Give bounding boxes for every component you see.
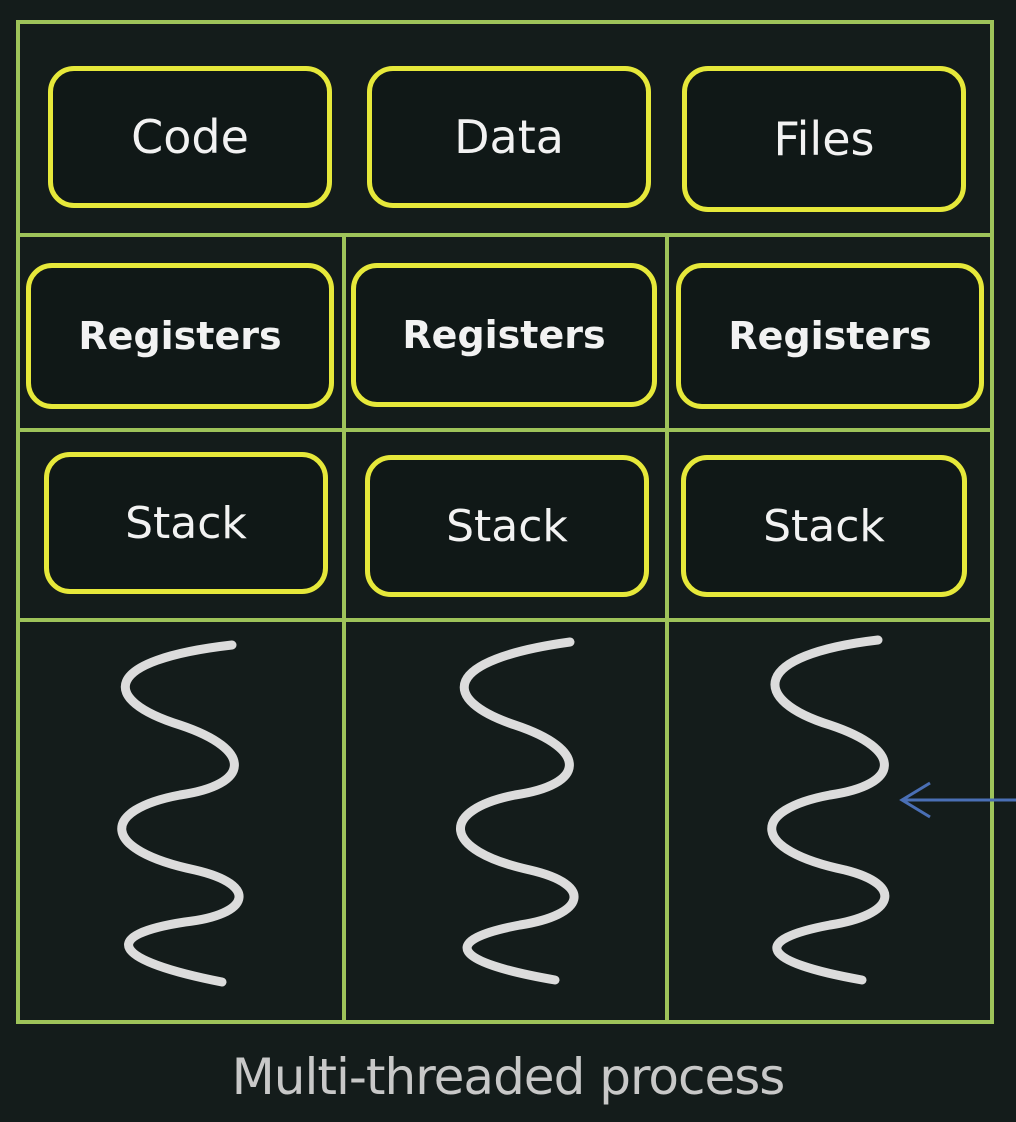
code-label: Code <box>131 110 249 164</box>
registers-label: Registers <box>728 314 932 358</box>
divider-shared-bottom <box>16 233 994 237</box>
divider-thread-1-2 <box>342 233 346 1024</box>
files-label: Files <box>773 112 875 166</box>
frame-top <box>16 20 994 24</box>
divider-stack-bottom <box>16 618 994 622</box>
registers-label: Registers <box>78 314 282 358</box>
thread-1-wavy-thread-icon <box>117 640 244 987</box>
frame-left <box>16 20 20 1024</box>
stack-box-thread-1: Stack <box>44 452 328 594</box>
registers-box-thread-3: Registers <box>676 263 984 409</box>
stack-box-thread-2: Stack <box>365 455 649 597</box>
code-box: Code <box>48 66 332 208</box>
thread-2-wavy-thread-icon <box>456 637 579 985</box>
registers-label: Registers <box>402 313 606 357</box>
files-box: Files <box>682 66 966 212</box>
data-label: Data <box>454 110 564 164</box>
frame-bottom <box>16 1020 994 1024</box>
frame-right <box>990 20 994 1024</box>
stack-label: Stack <box>763 500 885 552</box>
thread-3-wavy-thread-icon <box>767 635 890 985</box>
registers-box-thread-2: Registers <box>351 263 657 407</box>
stack-label: Stack <box>125 497 247 549</box>
registers-box-thread-1: Registers <box>26 263 334 409</box>
stack-box-thread-3: Stack <box>681 455 967 597</box>
data-box: Data <box>367 66 651 208</box>
divider-registers-bottom <box>16 428 994 432</box>
stack-label: Stack <box>446 500 568 552</box>
divider-thread-2-3 <box>665 233 669 1024</box>
arrow-left-icon <box>899 781 1016 819</box>
diagram-caption: Multi-threaded process <box>231 1048 786 1106</box>
